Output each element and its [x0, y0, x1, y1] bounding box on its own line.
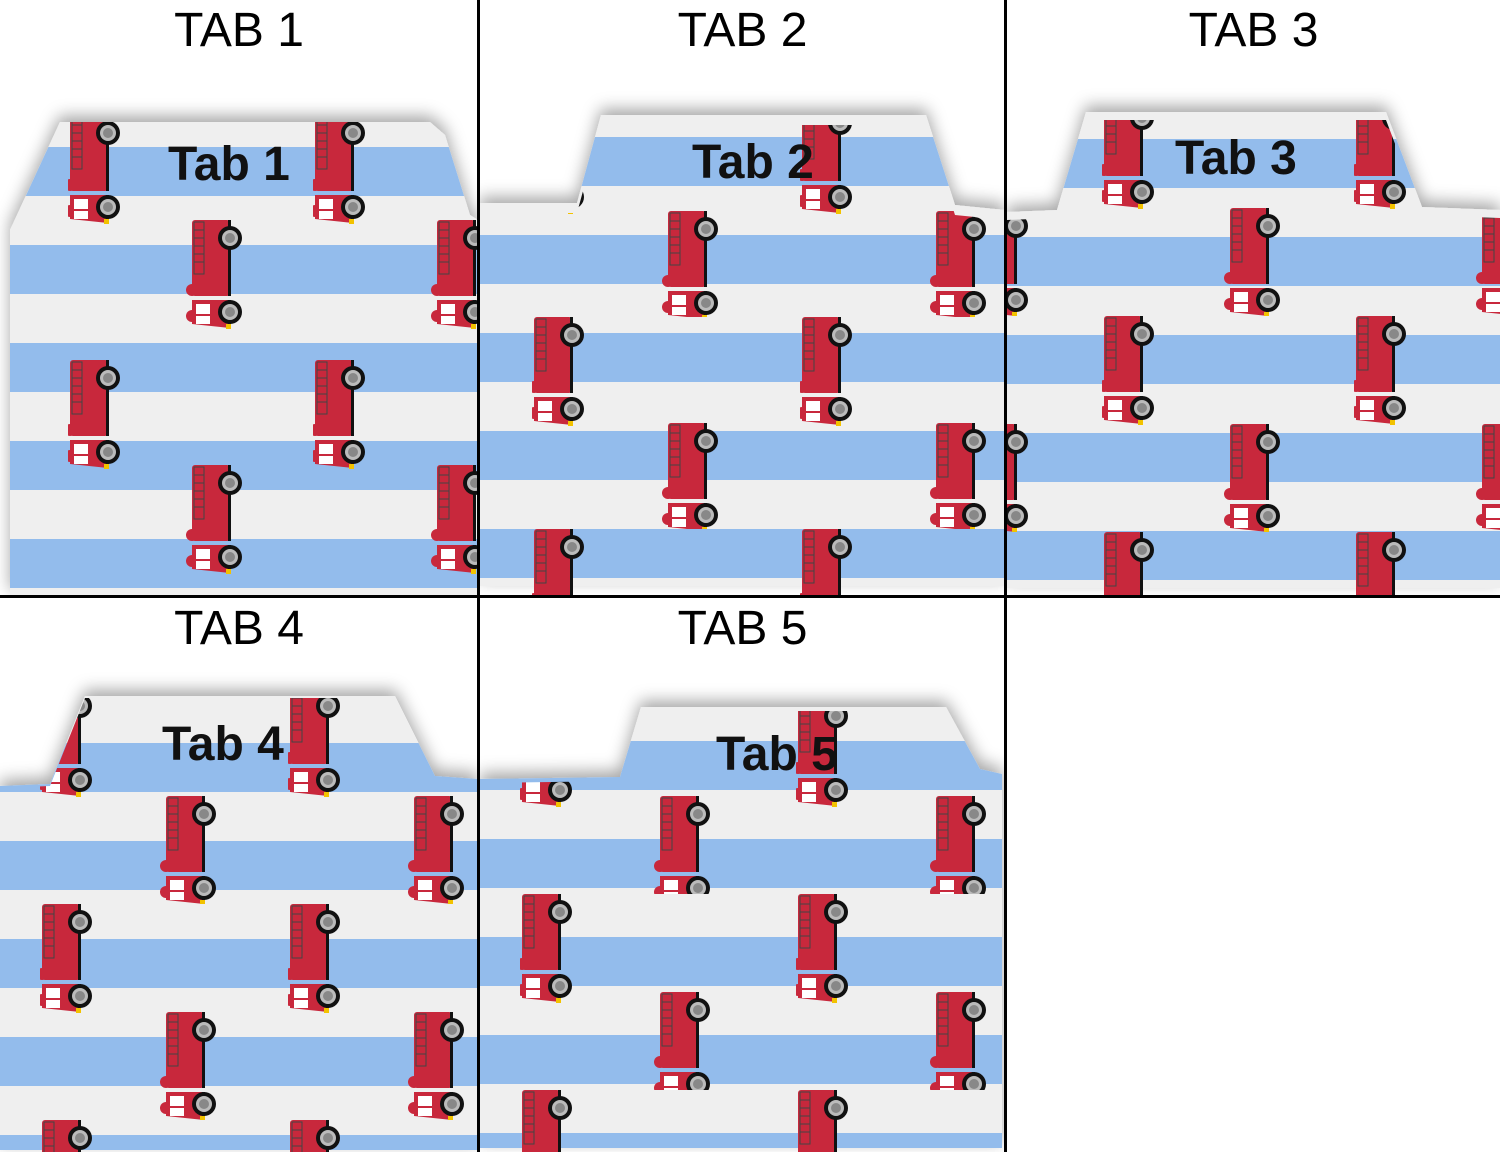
folder-tab-3: Tab 3: [1007, 112, 1500, 596]
grid-divider: [0, 595, 1500, 598]
panel-heading: TAB 4: [174, 602, 304, 655]
panel-heading: TAB 3: [1188, 4, 1319, 57]
panel-heading: TAB 2: [677, 4, 808, 57]
folder-tab-2: Tab 2: [480, 115, 1005, 596]
panel-tab-1: TAB 1 Tab 1: [0, 0, 478, 596]
tab-label: Tab 1: [168, 138, 290, 191]
tab-label: Tab 3: [1175, 132, 1297, 185]
folder-tab-1: Tab 1: [10, 122, 478, 596]
tab-label: Tab 5: [716, 728, 838, 781]
panel-tab-3: TAB 3 Tab 3: [1007, 0, 1500, 596]
grid-divider: [1004, 0, 1007, 1152]
tab-label: Tab 2: [692, 136, 814, 189]
panel-heading: TAB 5: [677, 602, 808, 655]
panel-heading: TAB 1: [174, 4, 304, 57]
panel-tab-5: TAB 5 Tab 5: [480, 598, 1005, 1152]
folder-tab-4: Tab 4: [0, 696, 478, 1152]
panel-tab-4: TAB 4 Tab 4: [0, 598, 478, 1152]
tab-label: Tab 4: [162, 718, 284, 771]
grid-divider: [477, 0, 480, 1152]
folder-tab-5: Tab 5: [480, 707, 1002, 1152]
panel-tab-2: TAB 2 Tab 2: [480, 0, 1005, 596]
